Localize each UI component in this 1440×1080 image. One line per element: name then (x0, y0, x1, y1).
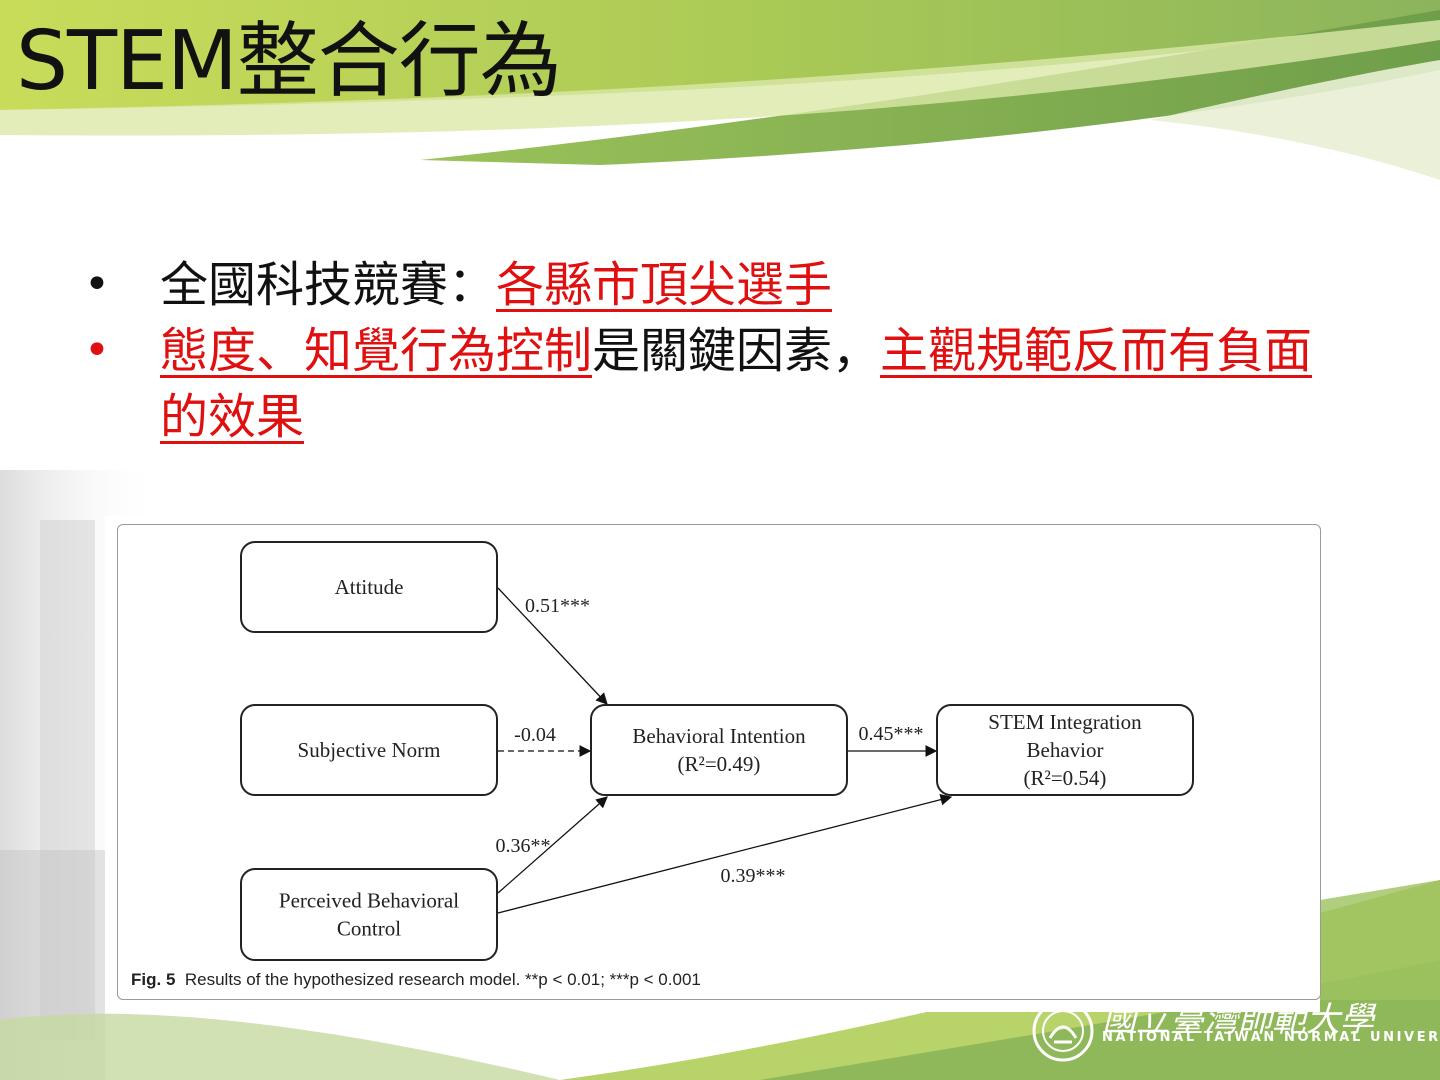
edge-arrow (498, 797, 951, 913)
bullet-highlight: 態度、知覺行為控制 (160, 323, 592, 379)
edge-subjective-norm-to-intention: -0.04 (498, 724, 590, 751)
figure-caption-label: Fig. 5 (131, 970, 175, 989)
node-label: Subjective Norm (298, 738, 441, 762)
edge-intention-to-behavior: 0.45*** (848, 723, 936, 751)
university-seal-icon (1030, 998, 1096, 1064)
bullet-text: 是關鍵因素， (592, 323, 880, 379)
university-name-en: NATIONAL TAIWAN NORMAL UNIVERSITY (1102, 1030, 1440, 1045)
slide-title: STEM整合行為 (16, 14, 561, 110)
bullet-dot: • (84, 252, 110, 318)
node-intention: Behavioral Intention (R²=0.49) (591, 705, 847, 795)
node-attitude: Attitude (241, 542, 497, 632)
edge-label: -0.04 (514, 724, 556, 746)
node-subjective-norm: Subjective Norm (241, 705, 497, 795)
bullet-list: • 全國科技競賽：各縣市頂尖選手 • 態度、知覺行為控制是關鍵因素，主觀規範反而… (80, 252, 1360, 450)
edge-label: 0.39*** (721, 865, 786, 887)
node-label: (R²=0.54) (1024, 766, 1107, 790)
figure-caption-text: Results of the hypothesized research mod… (185, 970, 701, 989)
edge-label: 0.45*** (859, 723, 924, 745)
bullet-item-1: • 全國科技競賽：各縣市頂尖選手 (80, 252, 1360, 318)
edge-perceived-control-to-intention: 0.36** (496, 797, 608, 893)
bullet-item-2: • 態度、知覺行為控制是關鍵因素，主觀規範反而有負面的效果 (80, 318, 1360, 450)
edge-label: 0.51*** (525, 595, 590, 617)
bullet-dot: • (84, 318, 110, 384)
university-logo: 國立臺灣師範大學 NATIONAL TAIWAN NORMAL UNIVERSI… (1030, 992, 1430, 1072)
node-label: Control (337, 917, 401, 941)
node-label: Behavior (1027, 738, 1104, 762)
figure-caption: Fig. 5 Results of the hypothesized resea… (131, 970, 701, 990)
node-box (241, 869, 497, 960)
node-label: Attitude (335, 575, 404, 599)
path-diagram: 0.51*** -0.04 0.36** 0.45*** 0.39*** Attitud… (105, 516, 1320, 1012)
diagram-card: 0.51*** -0.04 0.36** 0.45*** 0.39*** Attitud… (105, 516, 1320, 1012)
edge-perceived-control-to-behavior: 0.39*** (498, 797, 951, 913)
bullet-text: 全國科技競賽： (160, 257, 496, 313)
node-label: (R²=0.49) (678, 752, 761, 776)
node-label: Behavioral Intention (632, 724, 806, 748)
edge-attitude-to-intention: 0.51*** (498, 588, 607, 704)
node-label: STEM Integration (988, 710, 1142, 734)
bullet-highlight: 各縣市頂尖選手 (496, 257, 832, 313)
node-label: Perceived Behavioral (279, 889, 459, 913)
edge-label: 0.36** (496, 835, 551, 857)
node-box (591, 705, 847, 795)
